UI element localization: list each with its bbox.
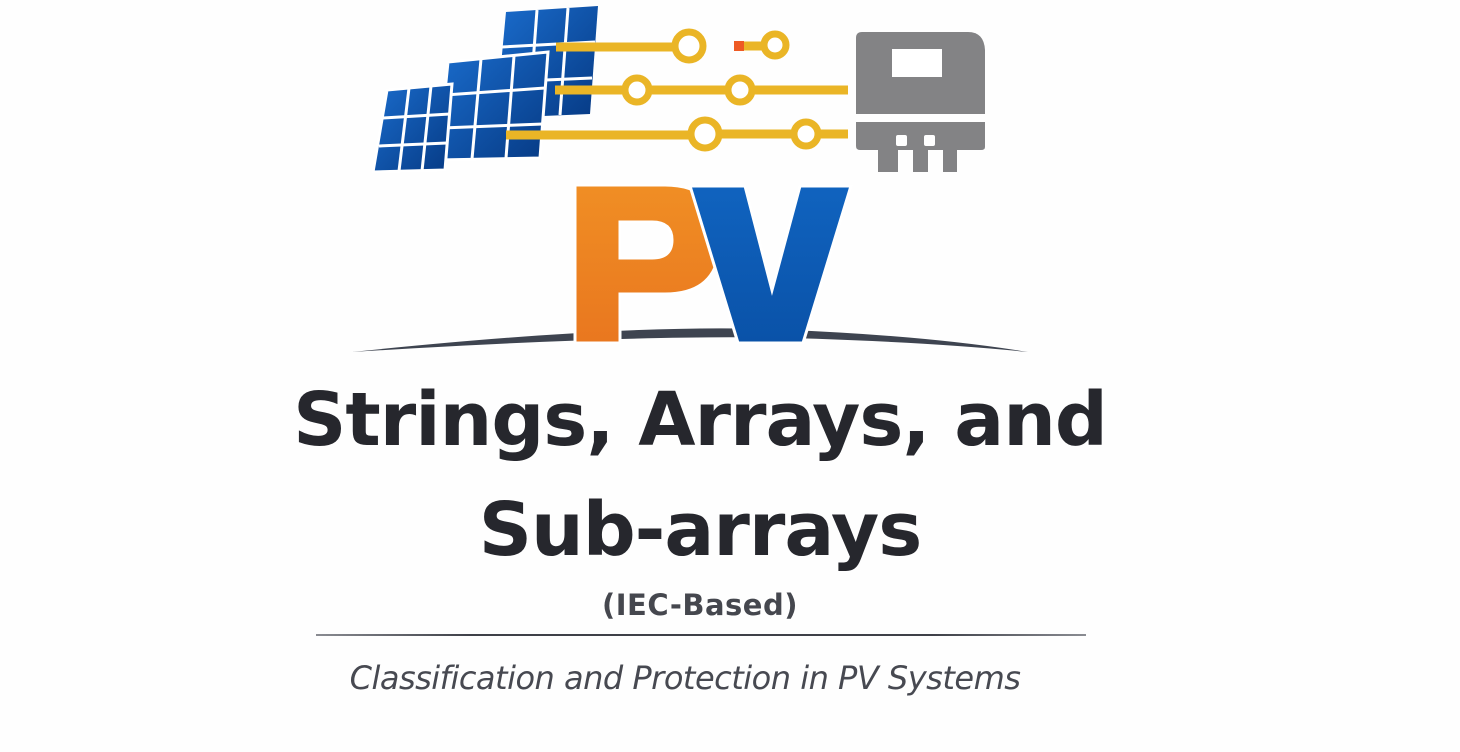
swoosh-divider [352, 328, 1028, 352]
fuse-icon [734, 30, 790, 60]
string-wiring-icon [506, 28, 848, 152]
pv-system-illustration [371, 6, 985, 174]
pv-logo [352, 183, 1028, 352]
solar-panel-icon [371, 82, 454, 174]
title-line-2: Sub-arrays [478, 487, 923, 573]
inverter-icon [856, 32, 985, 172]
subtitle: Classification and Protection in PV Syst… [349, 659, 1021, 697]
title-line-1: Strings, Arrays, and [293, 377, 1108, 463]
iec-badge: (IEC-Based) [602, 588, 798, 622]
letter-v [687, 184, 854, 345]
horizontal-divider [316, 634, 1086, 636]
